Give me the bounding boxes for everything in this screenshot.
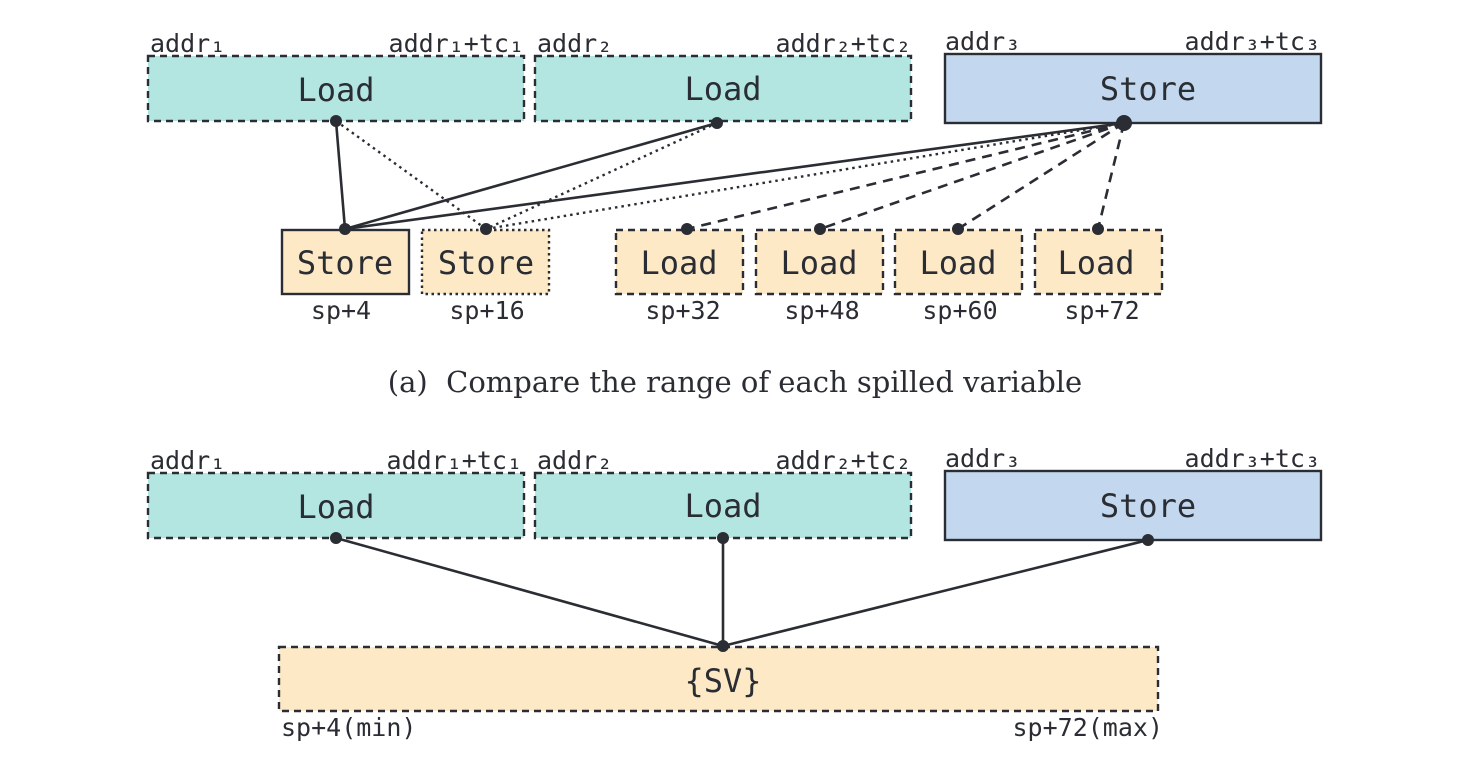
edge-load2-store-sp16 (485, 121, 718, 231)
anchor-dot (480, 223, 492, 235)
addr-end-label: addr₃+tc₃ (1185, 27, 1320, 56)
addr-start-label: addr₃ (945, 444, 1020, 473)
block-op-label: Load (684, 70, 761, 108)
addr-end-label: addr₁+tc₁ (387, 446, 522, 475)
panel-b-top-block-2: addr₂ addr₂+tc₂ Load (533, 446, 913, 540)
block-op-label: Store (438, 244, 534, 282)
panel-a-spill-sp4: Store sp+4 (280, 228, 411, 325)
panel-b-dots (330, 532, 1154, 652)
block-op-label: Load (1057, 244, 1134, 282)
edge-load2-store-sp4 (344, 121, 718, 231)
panel-a-spill-sp72: Load sp+72 (1033, 228, 1164, 325)
anchor-dot (330, 532, 342, 544)
addr-start-label: addr₂ (537, 29, 612, 58)
block-op-label: Store (1100, 487, 1196, 525)
edge-load1-sv (335, 536, 724, 648)
anchor-dot (339, 223, 351, 235)
block-op-label: Load (919, 244, 996, 282)
panel-a-dotted-connections (335, 120, 1125, 231)
edge-store3-store-sp16 (485, 121, 1125, 231)
sv-label: {SV} (684, 662, 761, 700)
panel-a-top-block-1: addr₁ addr₁+tc₁ Load (146, 29, 526, 123)
edge-store3-load-sp32 (686, 121, 1125, 231)
addr-end-label: addr₃+tc₃ (1185, 444, 1320, 473)
panel-a-dashed-connections (686, 121, 1126, 231)
spill-load-block (754, 228, 885, 296)
anchor-dot (1092, 223, 1104, 235)
edge-store3-load-sp72 (1096, 122, 1126, 230)
anchor-dot (330, 115, 342, 127)
addr-end-label: addr₂+tc₂ (776, 446, 911, 475)
edge-store3-store-sp4 (344, 121, 1125, 231)
anchor-dot (1116, 115, 1132, 131)
panel-b-top-block-3: addr₃ addr₃+tc₃ Store (943, 444, 1323, 542)
panel-b: addr₁ addr₁+tc₁ Load addr₂ addr₂+tc₂ Loa… (146, 444, 1323, 742)
edge-store3-load-sp60 (957, 121, 1125, 231)
panel-a-spill-sp60: Load sp+60 (893, 228, 1024, 325)
spill-store-block (420, 228, 551, 296)
block-op-label: Load (684, 487, 761, 525)
addr-start-label: addr₂ (537, 446, 612, 475)
addr-start-label: addr₁ (150, 446, 225, 475)
anchor-dot (1142, 534, 1154, 546)
block-op-label: Store (1100, 70, 1196, 108)
block-op-label: Load (297, 71, 374, 109)
offset-label: sp+60 (922, 296, 997, 325)
block-op-label: Load (297, 488, 374, 526)
panel-a-spill-sp48: Load sp+48 (754, 228, 885, 325)
anchor-dot (952, 223, 964, 235)
panel-a-top-block-2: addr₂ addr₂+tc₂ Load (533, 29, 913, 123)
anchor-dot (717, 640, 729, 652)
panel-a-top-block-3: addr₃ addr₃+tc₃ Store (943, 27, 1323, 125)
block-op-label: Load (640, 244, 717, 282)
spill-store-block (280, 228, 411, 296)
block-op-label: Store (297, 244, 393, 282)
panel-a: addr₁ addr₁+tc₁ Load addr₂ addr₂+tc₂ Loa… (146, 27, 1323, 399)
panel-b-connections (335, 536, 1149, 648)
panel-a-spill-sp16: Store sp+16 (420, 228, 551, 325)
panel-a-caption: (a) Compare the range of each spilled va… (388, 365, 1082, 399)
sv-block (277, 645, 1160, 713)
panel-a-dots (330, 115, 1132, 235)
offset-label: sp+72 (1064, 296, 1139, 325)
anchor-dot (681, 223, 693, 235)
anchor-dot (717, 532, 729, 544)
store-block (943, 52, 1323, 125)
spill-load-block (893, 228, 1024, 296)
offset-label: sp+32 (645, 296, 720, 325)
panel-a-connections (334, 120, 1125, 231)
offset-label: sp+48 (784, 296, 859, 325)
panel-b-top-block-1: addr₁ addr₁+tc₁ Load (146, 446, 526, 540)
load-block (146, 471, 526, 540)
range-min-label: sp+4(min) (281, 713, 416, 742)
addr-start-label: addr₃ (945, 27, 1020, 56)
offset-label: sp+16 (449, 296, 524, 325)
load-block (146, 54, 526, 123)
anchor-dot (711, 117, 723, 129)
edge-load1-store-sp4 (334, 120, 347, 230)
addr-end-label: addr₁+tc₁ (389, 29, 524, 58)
offset-label: sp+4 (311, 296, 371, 325)
load-block (533, 54, 913, 123)
panel-a-spill-sp32: Load sp+32 (614, 228, 745, 325)
store-block (943, 469, 1323, 542)
addr-start-label: addr₁ (150, 29, 225, 58)
edge-store3-sv (722, 538, 1149, 648)
edge-store3-load-sp48 (819, 121, 1125, 231)
anchor-dot (814, 223, 826, 235)
block-op-label: Load (780, 244, 857, 282)
addr-end-label: addr₂+tc₂ (776, 29, 911, 58)
range-max-label: sp+72(max) (1012, 713, 1163, 742)
edge-load1-store-sp16 (335, 120, 487, 230)
spill-load-block (614, 228, 745, 296)
panel-b-merged-spill: {SV} sp+4(min) sp+72(max) (277, 645, 1163, 742)
